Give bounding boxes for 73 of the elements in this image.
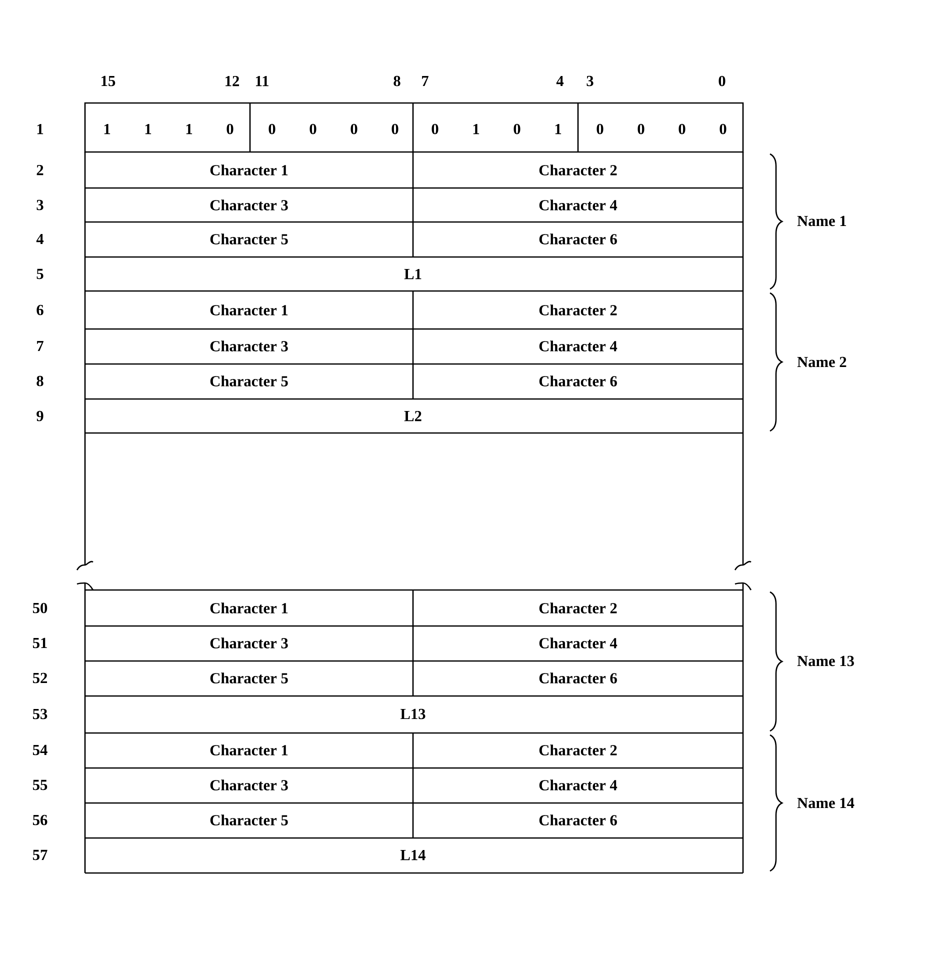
row-number: 6 <box>36 304 44 316</box>
table-cell: Character 4 <box>539 200 618 210</box>
table-cell: L1 <box>404 268 422 280</box>
table-cell: Character 2 <box>539 744 617 756</box>
table-cell: 0 <box>514 124 520 134</box>
table-cell: Character 4 <box>539 340 618 352</box>
row-number: 56 <box>32 814 48 826</box>
table-cell: Character 2 <box>539 304 617 316</box>
table-cell: Character 5 <box>210 814 288 826</box>
table-cell: Character 3 <box>210 780 288 790</box>
table-cell: Character 6 <box>539 234 617 244</box>
table-cell: 0 <box>350 124 358 134</box>
bit-number: 0 <box>718 76 726 86</box>
table-cell: Character 1 <box>210 164 288 176</box>
table-cell: Character 6 <box>539 814 617 826</box>
table-cell: Character 2 <box>539 164 617 176</box>
table-cell: 0 <box>268 124 276 134</box>
row-number: 5 <box>36 268 44 280</box>
table-cell: Character 5 <box>210 376 288 386</box>
row-number: 57 <box>32 850 48 860</box>
row-number: 50 <box>32 602 48 614</box>
table-cell: Character 6 <box>539 672 617 684</box>
row-number: 2 <box>36 164 44 176</box>
table-cell: 1 <box>555 124 562 134</box>
table-cell: 1 <box>104 124 110 134</box>
table-cell: L13 <box>400 708 426 720</box>
table-cell: Character 1 <box>210 744 288 756</box>
table-cell: 0 <box>596 124 604 134</box>
table-cell: Character 4 <box>539 638 618 648</box>
bit-number: 8 <box>394 76 400 86</box>
table-cell: L14 <box>400 850 426 860</box>
row-number: 3 <box>36 200 44 210</box>
table-cell: 0 <box>638 124 644 134</box>
table-cell: 0 <box>226 124 234 134</box>
table-cell: Character 3 <box>210 638 288 648</box>
row-number: 52 <box>32 672 47 684</box>
row-number: 8 <box>36 376 44 386</box>
group-name: Name 13 <box>797 656 854 666</box>
table-cell: 1 <box>473 124 480 134</box>
table-cell: Character 6 <box>539 376 617 386</box>
table-cell: 0 <box>678 124 686 134</box>
table-cell: L2 <box>404 410 422 422</box>
table-cell: Character 3 <box>210 200 288 210</box>
row-number: 9 <box>36 410 44 422</box>
table-cell: Character 4 <box>539 780 618 790</box>
row-number: 1 <box>37 124 44 134</box>
table-cell: 0 <box>720 124 726 134</box>
bit-number: 15 <box>102 76 116 86</box>
bit-number: 11 <box>256 76 268 86</box>
table-cell: 0 <box>432 124 438 134</box>
group-name: Name 14 <box>797 798 854 808</box>
row-number: 4 <box>36 234 44 244</box>
table-cell: Character 5 <box>210 234 288 244</box>
table-cell: 0 <box>310 124 316 134</box>
table-cell: 0 <box>392 124 398 134</box>
table-cell: 1 <box>145 124 152 134</box>
table-cell: Character 3 <box>210 340 288 352</box>
row-number: 55 <box>32 780 48 790</box>
bit-number: 3 <box>586 76 594 86</box>
row-number: 7 <box>37 341 44 352</box>
table-cell: Character 1 <box>210 602 288 614</box>
row-number: 53 <box>32 708 48 720</box>
row-number: 51 <box>32 638 47 648</box>
bit-number: 7 <box>422 76 428 86</box>
table-cell: Character 2 <box>539 602 617 614</box>
row-number: 54 <box>32 744 48 756</box>
table-cell: Character 5 <box>210 672 288 684</box>
group-name: Name 2 <box>797 356 846 368</box>
bit-number: 12 <box>226 76 239 86</box>
table-cell: Character 1 <box>210 304 288 316</box>
table-cell: 1 <box>186 124 192 134</box>
group-name: Name 1 <box>797 216 846 226</box>
bit-number: 4 <box>556 76 564 86</box>
